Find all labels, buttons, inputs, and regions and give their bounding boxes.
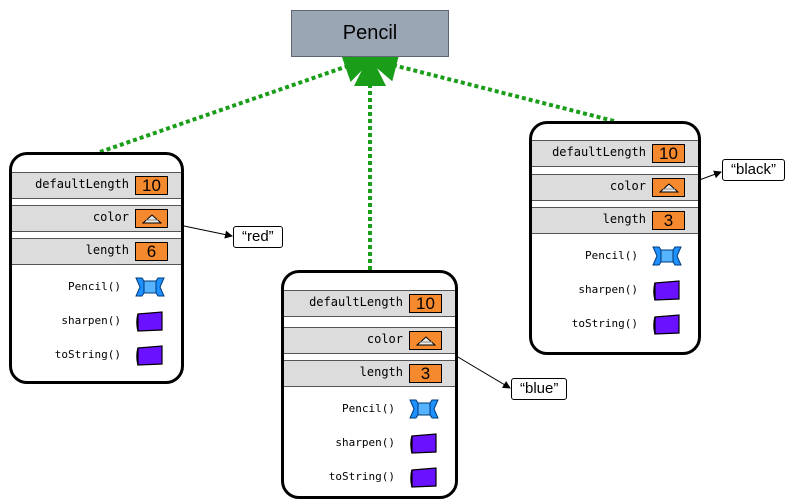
- field-row-color: color: [284, 327, 455, 354]
- field-name: length: [359, 365, 403, 379]
- method-icon: [653, 280, 680, 301]
- reference-pointer-icon: [142, 214, 162, 224]
- method-name: toString(): [54, 348, 121, 361]
- constructor-icon: [652, 246, 682, 266]
- method-row-sharpen: sharpen(): [284, 429, 455, 457]
- method-name: sharpen(): [335, 436, 395, 449]
- field-name: color: [609, 179, 646, 193]
- method-row-constructor: Pencil(): [532, 242, 698, 270]
- field-value: 10: [652, 144, 685, 163]
- method-icon: [136, 311, 163, 332]
- method-name: Pencil(): [585, 249, 638, 262]
- instance-of-link-right: [365, 50, 615, 123]
- field-row-color: color: [12, 205, 181, 232]
- method-name: toString(): [571, 317, 638, 330]
- method-name: Pencil(): [342, 402, 395, 415]
- object-instance-right: defaultLength 10 color length 3 Pencil()…: [529, 121, 701, 355]
- method-row-constructor: Pencil(): [12, 273, 181, 301]
- field-name: color: [366, 332, 403, 346]
- method-name: sharpen(): [61, 314, 121, 327]
- method-name: sharpen(): [578, 283, 638, 296]
- field-row-defaultlength: defaultLength 10: [284, 290, 455, 317]
- class-name: Pencil: [342, 22, 398, 44]
- field-row-length: length 3: [284, 360, 455, 387]
- field-value: 3: [652, 211, 685, 230]
- object-instance-middle: defaultLength 10 color length 3 Pencil()…: [281, 270, 458, 499]
- class-box-pencil: Pencil: [291, 10, 449, 57]
- string-object-black: “black”: [722, 159, 786, 181]
- method-name: toString(): [328, 470, 395, 483]
- reference-pointer-icon: [659, 183, 679, 193]
- method-name: Pencil(): [68, 280, 121, 293]
- field-row-color: color: [532, 174, 698, 201]
- field-row-defaultlength: defaultLength 10: [532, 140, 698, 167]
- field-name: defaultLength: [552, 145, 646, 159]
- reference-cell: [135, 209, 168, 228]
- reference-pointer-icon: [416, 336, 436, 346]
- field-value: 3: [409, 364, 442, 383]
- reference-cell: [652, 178, 685, 197]
- field-row-length: length 3: [532, 207, 698, 234]
- constructor-icon: [135, 277, 165, 297]
- instance-of-link-left: [99, 51, 376, 154]
- field-value: 10: [409, 294, 442, 313]
- method-row-tostring: toString(): [12, 341, 181, 369]
- reference-cell: [409, 331, 442, 350]
- field-name: length: [602, 212, 646, 226]
- method-icon: [653, 314, 680, 335]
- field-name: color: [92, 210, 129, 224]
- method-row-sharpen: sharpen(): [12, 307, 181, 335]
- constructor-icon: [409, 399, 439, 419]
- field-row-length: length 6: [12, 238, 181, 265]
- method-row-constructor: Pencil(): [284, 395, 455, 423]
- field-value: 10: [135, 176, 168, 195]
- method-icon: [136, 345, 163, 366]
- field-name: length: [85, 243, 129, 257]
- string-object-blue: “blue”: [511, 378, 568, 400]
- method-row-sharpen: sharpen(): [532, 276, 698, 304]
- field-row-defaultlength: defaultLength 10: [12, 172, 181, 199]
- field-name: defaultLength: [35, 177, 129, 191]
- method-row-tostring: toString(): [532, 310, 698, 338]
- field-value: 6: [135, 242, 168, 261]
- string-object-red: “red”: [233, 226, 283, 248]
- method-icon: [410, 433, 437, 454]
- object-instance-left: defaultLength 10 color length 6 Pencil()…: [9, 152, 184, 384]
- field-name: defaultLength: [309, 295, 403, 309]
- method-row-tostring: toString(): [284, 463, 455, 491]
- method-icon: [410, 467, 437, 488]
